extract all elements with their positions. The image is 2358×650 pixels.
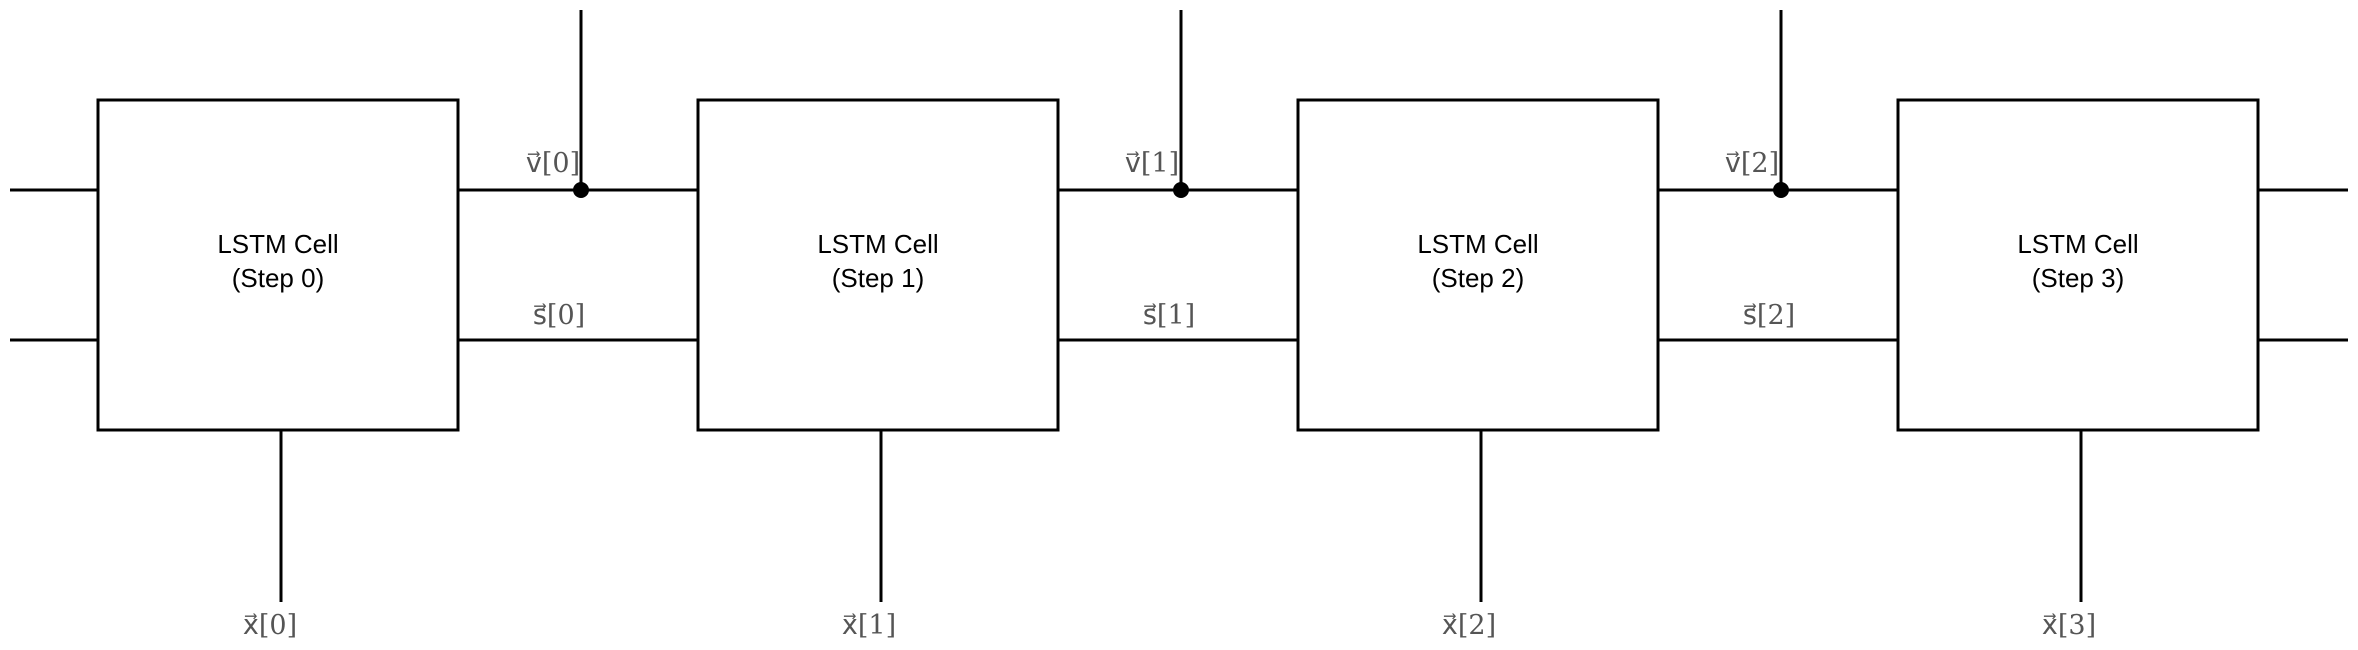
connection-0: v⃗[0] s⃗[0]: [458, 10, 698, 342]
lstm-cell-1: LSTM Cell (Step 1) x⃗[1]: [696, 98, 1060, 641]
state-label: s⃗[1]: [1143, 300, 1195, 331]
cell-title: LSTM Cell: [817, 229, 938, 259]
connection-1: v⃗[1] s⃗[1]: [1058, 10, 1298, 342]
cell-title: LSTM Cell: [217, 229, 338, 259]
cell-box: [696, 98, 1060, 432]
junction-dot: [573, 182, 589, 198]
cell-box: [1896, 98, 2260, 432]
lstm-cell-0: LSTM Cell (Step 0) x⃗[0]: [96, 98, 460, 641]
input-label: x⃗[2]: [1442, 610, 1496, 641]
input-label: x⃗[3]: [2042, 610, 2096, 641]
cell-title: LSTM Cell: [1417, 229, 1538, 259]
cell-step: (Step 2): [1432, 263, 1525, 293]
cell-step: (Step 1): [832, 263, 925, 293]
output-label: v⃗[2]: [1725, 148, 1779, 179]
junction-dot: [1773, 182, 1789, 198]
lstm-cell-2: LSTM Cell (Step 2) x⃗[2]: [1296, 98, 1660, 641]
connection-2: v⃗[2] s⃗[2]: [1658, 10, 1898, 342]
cell-step: (Step 0): [232, 263, 325, 293]
state-label: s⃗[0]: [533, 300, 585, 331]
junction-dot: [1173, 182, 1189, 198]
cell-box: [96, 98, 460, 432]
input-label: x⃗[1]: [842, 610, 896, 641]
output-label: v⃗[1]: [1125, 148, 1179, 179]
cell-step: (Step 3): [2032, 263, 2125, 293]
output-label: v⃗[0]: [526, 148, 580, 179]
cell-title: LSTM Cell: [2017, 229, 2138, 259]
input-label: x⃗[0]: [243, 610, 297, 641]
state-label: s⃗[2]: [1743, 300, 1795, 331]
lstm-cell-3: LSTM Cell (Step 3) x⃗[3]: [1896, 98, 2260, 641]
cell-box: [1296, 98, 1660, 432]
